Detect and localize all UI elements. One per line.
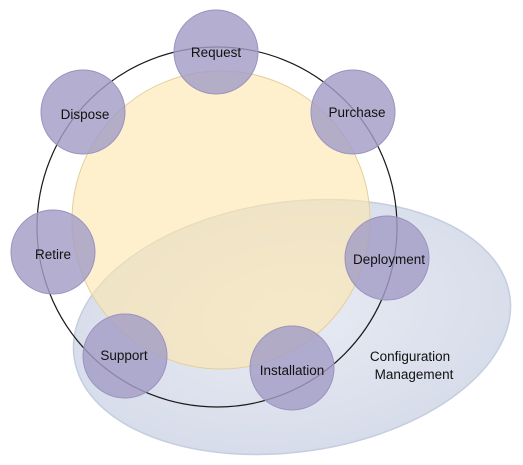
node-request[interactable]: Request xyxy=(173,9,259,95)
node-purchase[interactable]: Purchase xyxy=(310,69,396,155)
node-request-label: Request xyxy=(191,45,242,60)
node-installation-circle xyxy=(249,325,335,411)
configuration-management-label-line2: Management xyxy=(375,367,454,382)
node-dispose[interactable]: Dispose xyxy=(40,69,126,155)
node-retire-label: Retire xyxy=(35,247,71,262)
node-installation-label: Installation xyxy=(260,363,325,378)
node-dispose-circle xyxy=(40,69,126,155)
node-support[interactable]: Support xyxy=(82,313,168,399)
node-installation[interactable]: Installation xyxy=(249,325,335,411)
node-deployment[interactable]: Deployment xyxy=(344,215,430,301)
node-deployment-label: Deployment xyxy=(353,252,425,267)
node-support-label: Support xyxy=(100,348,148,363)
node-purchase-label: Purchase xyxy=(328,105,385,120)
node-retire[interactable]: Retire xyxy=(10,209,96,295)
node-support-circle xyxy=(82,313,168,399)
node-deployment-circle xyxy=(344,215,430,301)
node-purchase-circle xyxy=(310,69,396,155)
node-dispose-label: Dispose xyxy=(61,107,110,122)
node-retire-circle xyxy=(10,209,96,295)
configuration-management-label-line1: Configuration xyxy=(370,349,450,364)
node-request-circle xyxy=(173,9,259,95)
